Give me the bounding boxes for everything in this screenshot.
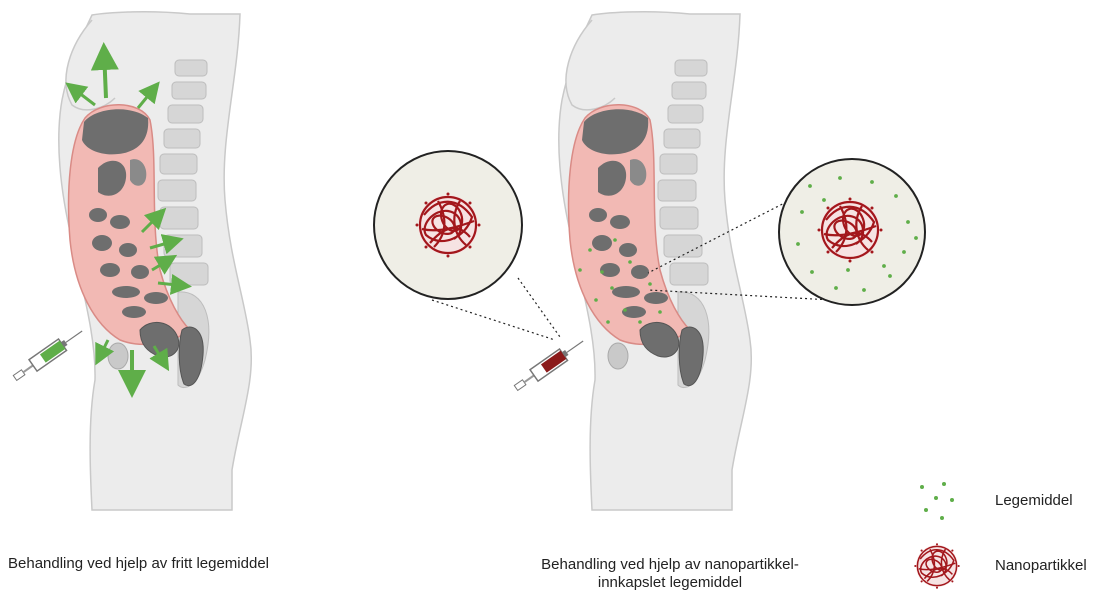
legend-drug-icon bbox=[920, 482, 954, 520]
caption-free-drug: Behandling ved hjelp av fritt legemiddel bbox=[8, 555, 269, 573]
zoom-circle-abdomen bbox=[779, 159, 925, 305]
syringe-green-icon bbox=[11, 325, 86, 384]
legend-drug-label: Legemiddel bbox=[995, 492, 1073, 509]
zoom-circle-syringe bbox=[374, 151, 522, 299]
caption-nanoparticle-line1: Behandling ved hjelp av nanopartikkel- bbox=[470, 556, 870, 574]
legend-nanoparticle-icon bbox=[914, 543, 960, 589]
right-torso bbox=[559, 12, 752, 510]
syringe-red-icon bbox=[512, 335, 587, 394]
caption-nanoparticle-drug: Behandling ved hjelp av nanopartikkel- i… bbox=[470, 556, 870, 592]
legend-nanoparticle-label: Nanopartikkel bbox=[995, 557, 1087, 574]
caption-nanoparticle-line2: innkapslet legemiddel bbox=[470, 574, 870, 592]
